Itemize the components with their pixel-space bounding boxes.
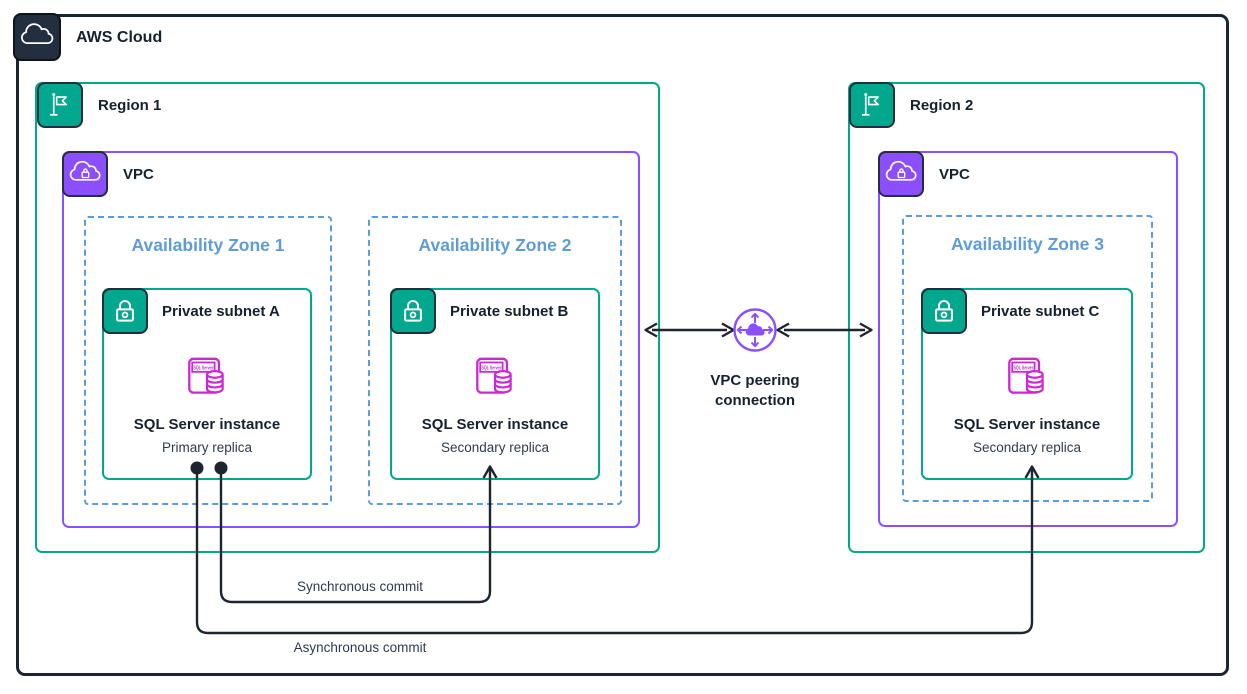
lock-icon — [935, 300, 953, 322]
subnet-c-instance-label: SQL Server instance — [953, 416, 1101, 433]
vpc2-icon — [878, 151, 924, 197]
sql-server-icon: SQL Server — [188, 357, 224, 394]
vpc-peering-label-line1: VPC peering — [710, 372, 800, 389]
region1-icon — [37, 82, 83, 128]
private-subnet-c-icon — [921, 288, 967, 334]
lock-icon — [404, 300, 422, 322]
asynchronous-commit-label: Asynchronous commit — [293, 640, 427, 655]
subnet-c-replica-label: Secondary replica — [972, 440, 1082, 455]
availability-zone-3-label: Availability Zone 3 — [950, 234, 1104, 254]
availability-zone-2-label: Availability Zone 2 — [418, 235, 572, 255]
sql-icon-label: SQL Server — [1013, 365, 1033, 371]
subnet-b-instance-label: SQL Server instance — [421, 416, 569, 433]
sql-server-icon: SQL Server — [476, 357, 512, 394]
subnet-a-replica-label: Primary replica — [161, 440, 253, 455]
cloud-icon — [21, 23, 54, 44]
private-subnet-b-icon — [390, 288, 436, 334]
lock-icon — [116, 300, 134, 322]
vpc-cloud-lock-icon — [69, 160, 101, 181]
aws-cloud-label: AWS Cloud — [76, 29, 163, 46]
aws-cloud-group — [16, 14, 1229, 676]
private-subnet-a-label: Private subnet A — [162, 303, 280, 320]
vpc-peering-label-line2: connection — [714, 392, 795, 409]
sql-icon-label: SQL Server — [481, 365, 501, 371]
subnet-a-instance-label: SQL Server instance — [133, 416, 281, 433]
private-subnet-b-label: Private subnet B — [450, 303, 569, 320]
vpc2-label: VPC — [939, 166, 970, 183]
region2-icon — [849, 82, 895, 128]
vpc1-icon — [62, 151, 108, 197]
vpc1-label: VPC — [123, 166, 154, 183]
availability-zone-1-label: Availability Zone 1 — [131, 235, 285, 255]
sql-server-icon: SQL Server — [1008, 357, 1044, 394]
region2-label: Region 2 — [910, 97, 974, 114]
flag-icon — [50, 93, 68, 116]
sql-icon-label: SQL Server — [193, 365, 213, 371]
private-subnet-c-label: Private subnet C — [981, 303, 1100, 320]
region1-label: Region 1 — [98, 97, 162, 114]
flag-icon — [862, 93, 880, 116]
subnet-b-replica-label: Secondary replica — [440, 440, 550, 455]
private-subnet-a-icon — [102, 288, 148, 334]
vpc-cloud-lock-icon — [885, 160, 917, 181]
synchronous-commit-label: Synchronous commit — [296, 579, 424, 594]
aws-cloud-icon — [13, 13, 61, 61]
